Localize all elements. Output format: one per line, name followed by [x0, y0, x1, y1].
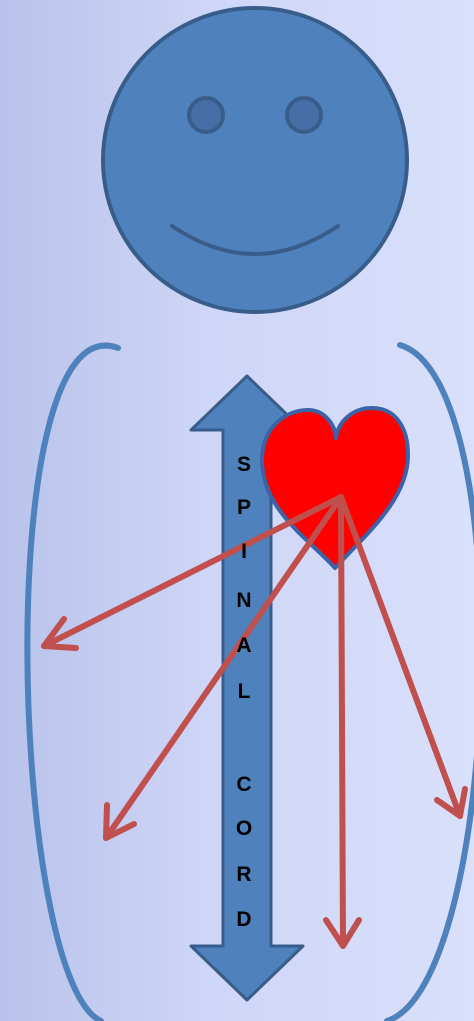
spine-letter: I	[241, 540, 247, 563]
spine-letter: N	[236, 589, 251, 612]
nerve-arrow-right	[341, 497, 465, 816]
nerve-arrow-left-high	[44, 497, 341, 648]
spine-letter: C	[236, 773, 251, 796]
spine-letter: D	[236, 908, 251, 931]
right-eye	[287, 98, 321, 132]
spine-letter: P	[237, 496, 251, 519]
body-outline-left	[27, 346, 118, 1021]
smiley-face-icon	[103, 8, 407, 312]
spine-letter: R	[236, 863, 251, 886]
head-circle	[103, 8, 407, 312]
spine-letter: A	[236, 634, 251, 657]
heart-icon	[262, 408, 408, 568]
spine-letter: S	[237, 453, 251, 476]
left-eye	[189, 98, 223, 132]
spine-letter: O	[236, 817, 252, 840]
spine-letter: L	[238, 680, 251, 703]
